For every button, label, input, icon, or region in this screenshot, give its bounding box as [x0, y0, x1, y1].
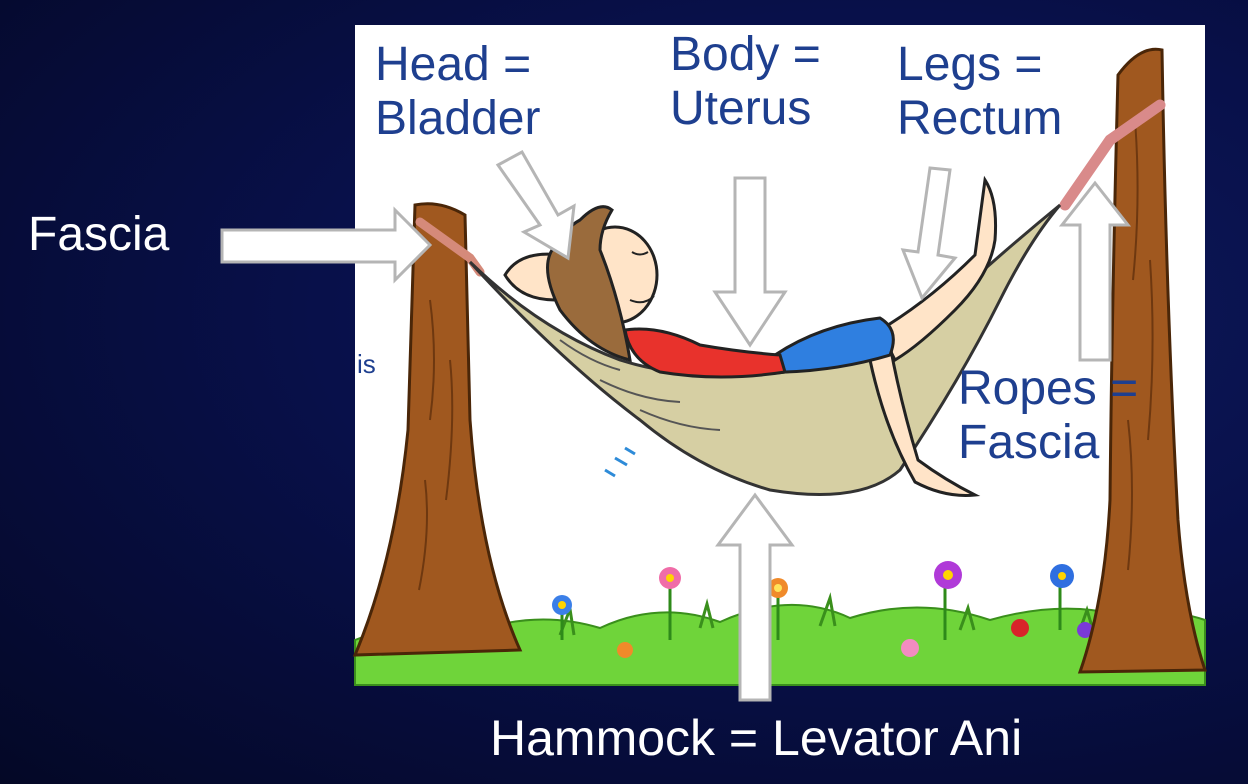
- flower-icon: [934, 561, 962, 640]
- ropes-label-line1: Ropes =: [958, 362, 1139, 415]
- body-label-line1: Body =: [670, 28, 821, 81]
- arrow-right-icon: [220, 206, 433, 284]
- ropes-label-line2: Fascia: [958, 415, 1100, 469]
- leg-lower: [868, 342, 981, 497]
- ropes-label: Ropes = Fascia: [958, 362, 1138, 470]
- flower-icon: [768, 578, 788, 640]
- smile: [629, 295, 655, 304]
- legs-label: Legs = Rectum: [897, 38, 1062, 146]
- closed-eye: [631, 251, 649, 256]
- flower-icon: [617, 619, 1093, 658]
- legs-label-line1: Legs =: [897, 38, 1043, 91]
- motion-marks: [604, 446, 636, 478]
- body-label: Body = Uterus: [670, 28, 821, 136]
- shorts: [772, 316, 895, 374]
- head-label-line1: Head =: [375, 38, 532, 91]
- tree-icon: [1077, 47, 1208, 674]
- hammock-label: Hammock = Levator Ani: [490, 710, 1023, 766]
- edge-fragment-label: is: [357, 349, 376, 379]
- arrow-down-icon: [712, 176, 788, 348]
- arrow-down-icon: [495, 149, 576, 261]
- tree-icon: [352, 202, 523, 657]
- tree-bark-lines: [1127, 119, 1154, 571]
- arrow-up-icon: [715, 492, 795, 702]
- legs-label-line2: Rectum: [897, 91, 1063, 145]
- right-rope: [1059, 99, 1166, 211]
- tree-bark-lines: [418, 299, 454, 591]
- shirt: [623, 327, 787, 379]
- flower-icon: [1050, 564, 1074, 630]
- arrow-up-icon: [1058, 180, 1132, 362]
- fascia-left-label: Fascia: [28, 208, 170, 261]
- hammock-folds: [559, 339, 721, 431]
- head-label: Head = Bladder: [375, 38, 540, 146]
- leg-upper: [878, 175, 997, 363]
- arrow-down-icon: [900, 166, 958, 301]
- flower-icon: [552, 595, 572, 640]
- body-label-line2: Uterus: [670, 81, 812, 135]
- flower-icon: [659, 567, 681, 640]
- head-label-line2: Bladder: [375, 91, 541, 145]
